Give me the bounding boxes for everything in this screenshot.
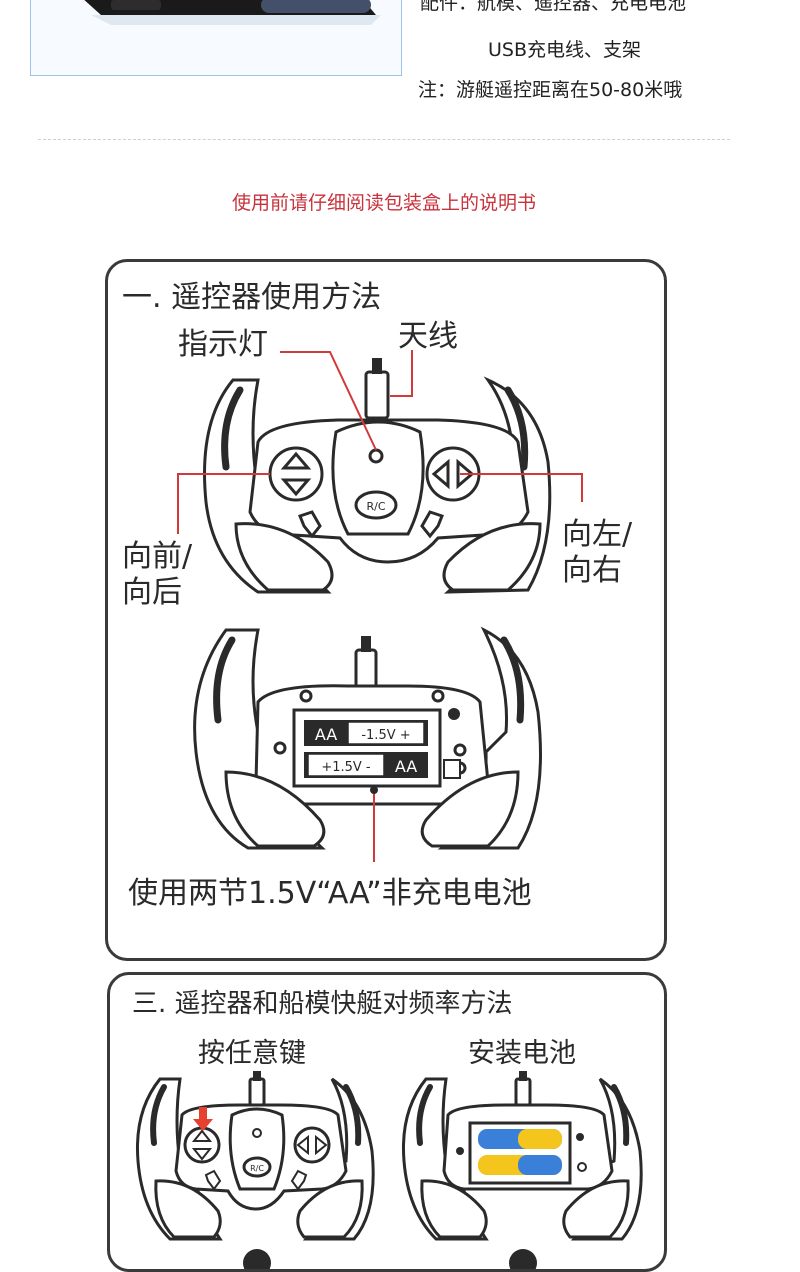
pairing-panel: 三. 遥控器和船模快艇对频率方法 按任意键 安装电池 R/C <box>107 972 667 1272</box>
step-number-icon <box>243 1249 271 1269</box>
step-press-any-key-label: 按任意键 <box>198 1038 306 1069</box>
rc-button-label: R/C <box>250 1164 264 1173</box>
right-label: 向右 <box>562 553 622 588</box>
battery-aa-label: AA <box>395 757 417 776</box>
step-number-icons <box>243 1249 537 1269</box>
battery-caption: 使用两节1.5V“AA”非充电电池 <box>128 876 532 911</box>
remote-front-diagram: R/C <box>177 350 583 594</box>
battery-voltage-label: +1.5V - <box>321 760 371 775</box>
step-number-icon <box>509 1249 537 1269</box>
accessories-line: 配件：航模、遥控器、充电电池 <box>420 0 687 14</box>
remote-back-diagram: AA -1.5V + +1.5V - AA <box>193 626 542 862</box>
step-install-battery-label: 安装电池 <box>468 1038 576 1069</box>
section-title: 三. 遥控器和船模快艇对频率方法 <box>132 989 513 1019</box>
product-photo-boat <box>84 0 381 25</box>
remote-usage-panel: 一. 遥控器使用方法 指示灯 天线 向前/ 向后 向左/ 向右 R/C <box>105 259 667 961</box>
divider <box>38 139 730 140</box>
product-photo <box>30 0 402 76</box>
read-manual-notice: 使用前请仔细阅读包装盒上的说明书 <box>231 192 536 214</box>
pairing-diagram: R/C <box>136 1071 643 1241</box>
forward-label: 向前/ <box>122 539 193 574</box>
accessories-line: USB充电线、支架 <box>488 39 642 61</box>
press-arrow-icon <box>199 1107 207 1121</box>
rc-button-label: R/C <box>366 500 385 513</box>
battery-aa-label: AA <box>315 725 337 744</box>
section-title: 一. 遥控器使用方法 <box>122 280 382 315</box>
backward-label: 向后 <box>122 575 182 610</box>
left-label: 向左/ <box>562 517 633 552</box>
battery-voltage-label: -1.5V + <box>361 728 410 743</box>
indicator-label: 指示灯 <box>178 327 268 362</box>
range-note: 注：游艇遥控距离在50-80米哦 <box>418 79 683 101</box>
press-arrow-icon <box>193 1119 213 1131</box>
antenna-label: 天线 <box>398 319 458 354</box>
